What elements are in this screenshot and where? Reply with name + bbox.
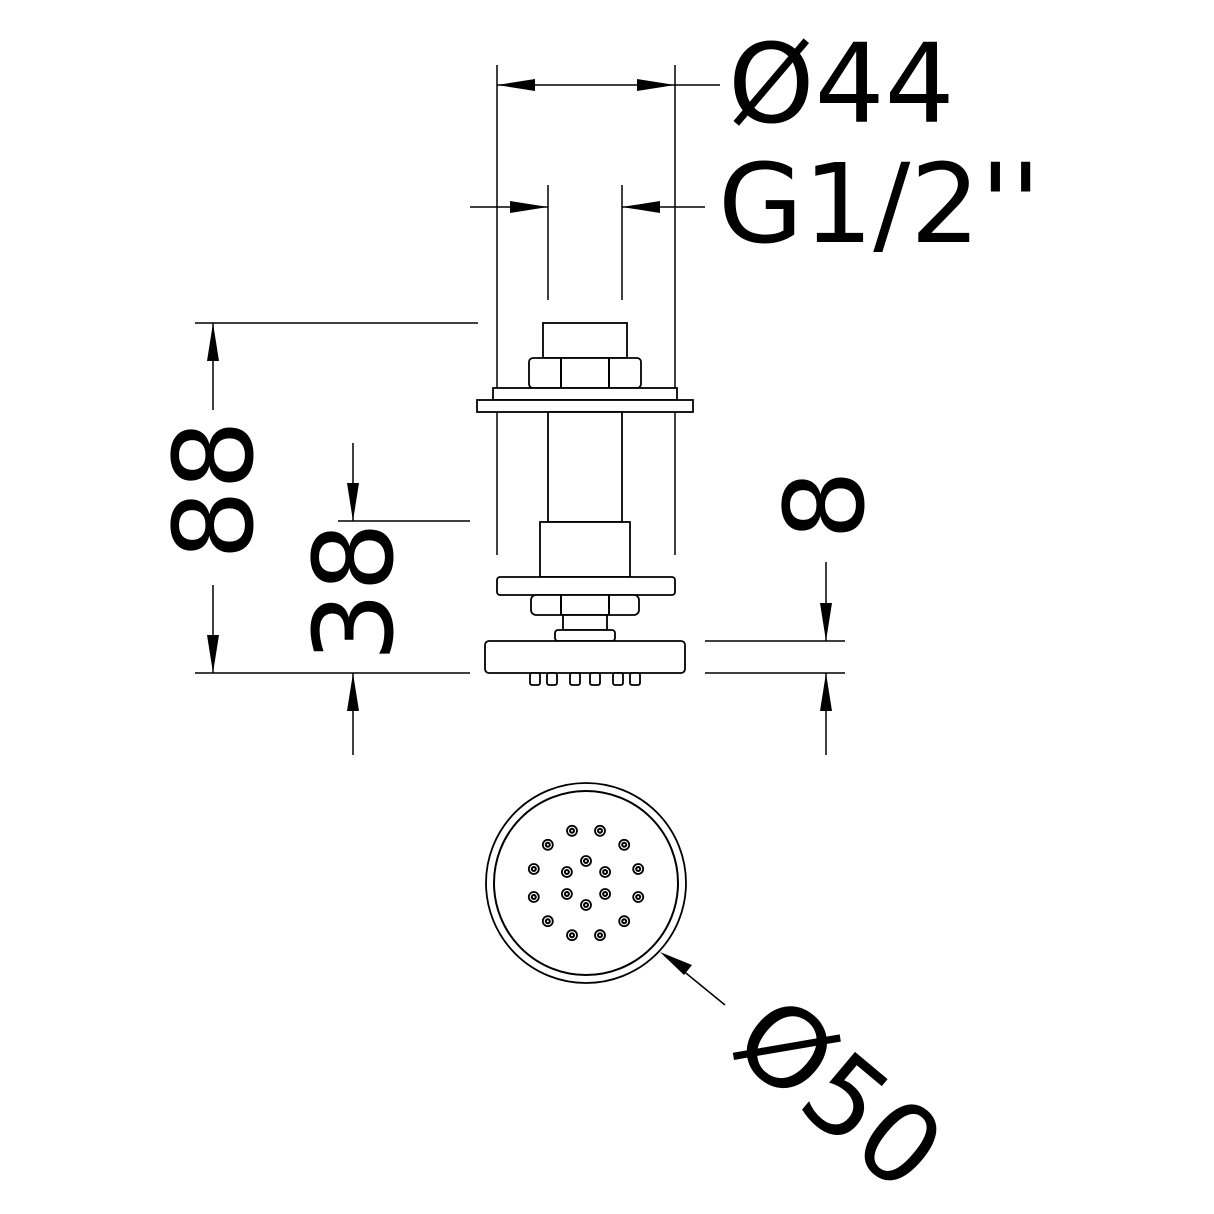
arrow-head	[820, 673, 832, 711]
nozzle-hole-core	[583, 858, 589, 864]
nozzle-hole	[632, 863, 645, 875]
nozzle-hole	[580, 899, 592, 911]
nozzle-hole-core	[569, 827, 575, 834]
nozzle-hole	[527, 891, 540, 903]
nozzle-hole	[594, 824, 606, 837]
nozzle-hole	[561, 866, 573, 878]
spray-face-inner	[493, 790, 679, 976]
nozzle-hole	[561, 888, 573, 900]
side-view	[476, 322, 694, 686]
arrow-head	[510, 201, 548, 213]
total-height-label: 88	[150, 420, 278, 560]
arrow-head	[622, 201, 660, 213]
arrow-head	[347, 673, 359, 711]
total-height-dimension: 88	[150, 322, 478, 674]
nozzle-hole-core	[569, 932, 575, 939]
outer-diameter-dimension: Ø44	[496, 20, 955, 555]
front-view	[485, 782, 687, 984]
side-nozzles	[529, 672, 641, 686]
nozzle-hole-core	[530, 894, 537, 900]
nozzle-hole-core	[583, 902, 589, 908]
lower-height-dimension: 38	[290, 443, 470, 755]
hex-nut-upper	[528, 357, 642, 389]
thread-dimension: G1/2''	[470, 140, 1041, 300]
nozzle-hole	[618, 915, 631, 928]
arrow-head	[497, 79, 535, 91]
arrow-head	[660, 952, 692, 975]
neck-collar	[554, 629, 616, 642]
nozzle-hole-core	[602, 891, 609, 897]
nozzle-hole	[566, 824, 578, 837]
nozzle-hole-core	[544, 918, 551, 925]
lower-washer	[496, 576, 676, 596]
nozzle-hole-core	[621, 918, 628, 925]
lower-sleeve	[539, 521, 631, 578]
threaded-shank	[547, 411, 623, 523]
thread-label: G1/2''	[718, 140, 1041, 268]
neck	[562, 614, 608, 631]
nozzle-hole-core	[602, 869, 609, 875]
nozzle-hole	[580, 855, 592, 867]
nozzle-hole	[594, 929, 606, 942]
nozzle-hole-core	[621, 841, 628, 848]
nozzle-hole-core	[563, 891, 570, 897]
spray-head	[484, 640, 686, 674]
nozzle-holes	[527, 824, 645, 942]
nozzle-hole-core	[597, 932, 603, 939]
nozzle-hole-core	[635, 894, 642, 900]
nozzle-hole	[541, 838, 554, 851]
arrow-head	[207, 323, 219, 361]
nozzle-hole	[599, 888, 611, 900]
nozzle-hole	[527, 863, 540, 875]
flange-top	[492, 387, 678, 401]
nozzle-hole-core	[530, 866, 537, 872]
arrow-head	[820, 603, 832, 641]
arrow-head	[207, 635, 219, 673]
nozzle-hole-core	[635, 866, 642, 872]
nozzle-hole	[618, 838, 631, 851]
nozzle-hole	[566, 929, 578, 942]
spray-face-outer	[485, 782, 687, 984]
nozzle-hole	[541, 915, 554, 928]
arrow-head	[637, 79, 675, 91]
face-diameter-dimension: Ø50	[660, 952, 967, 1214]
nozzle-hole	[632, 891, 645, 903]
face-diameter-label: Ø50	[711, 972, 967, 1214]
nozzle-hole-core	[597, 827, 603, 834]
head-height-label: 8	[761, 470, 889, 540]
head-height-dimension: 8	[705, 470, 889, 755]
lower-height-label: 38	[290, 522, 418, 662]
nozzle-hole	[599, 866, 611, 878]
outer-diameter-label: Ø44	[728, 20, 955, 148]
nozzle-hole-core	[544, 841, 551, 848]
nozzle-hole-core	[563, 869, 570, 875]
top-cap	[542, 322, 628, 359]
flange-plate	[476, 399, 694, 413]
hex-nut-lower	[530, 594, 640, 616]
arrow-head	[347, 483, 359, 521]
